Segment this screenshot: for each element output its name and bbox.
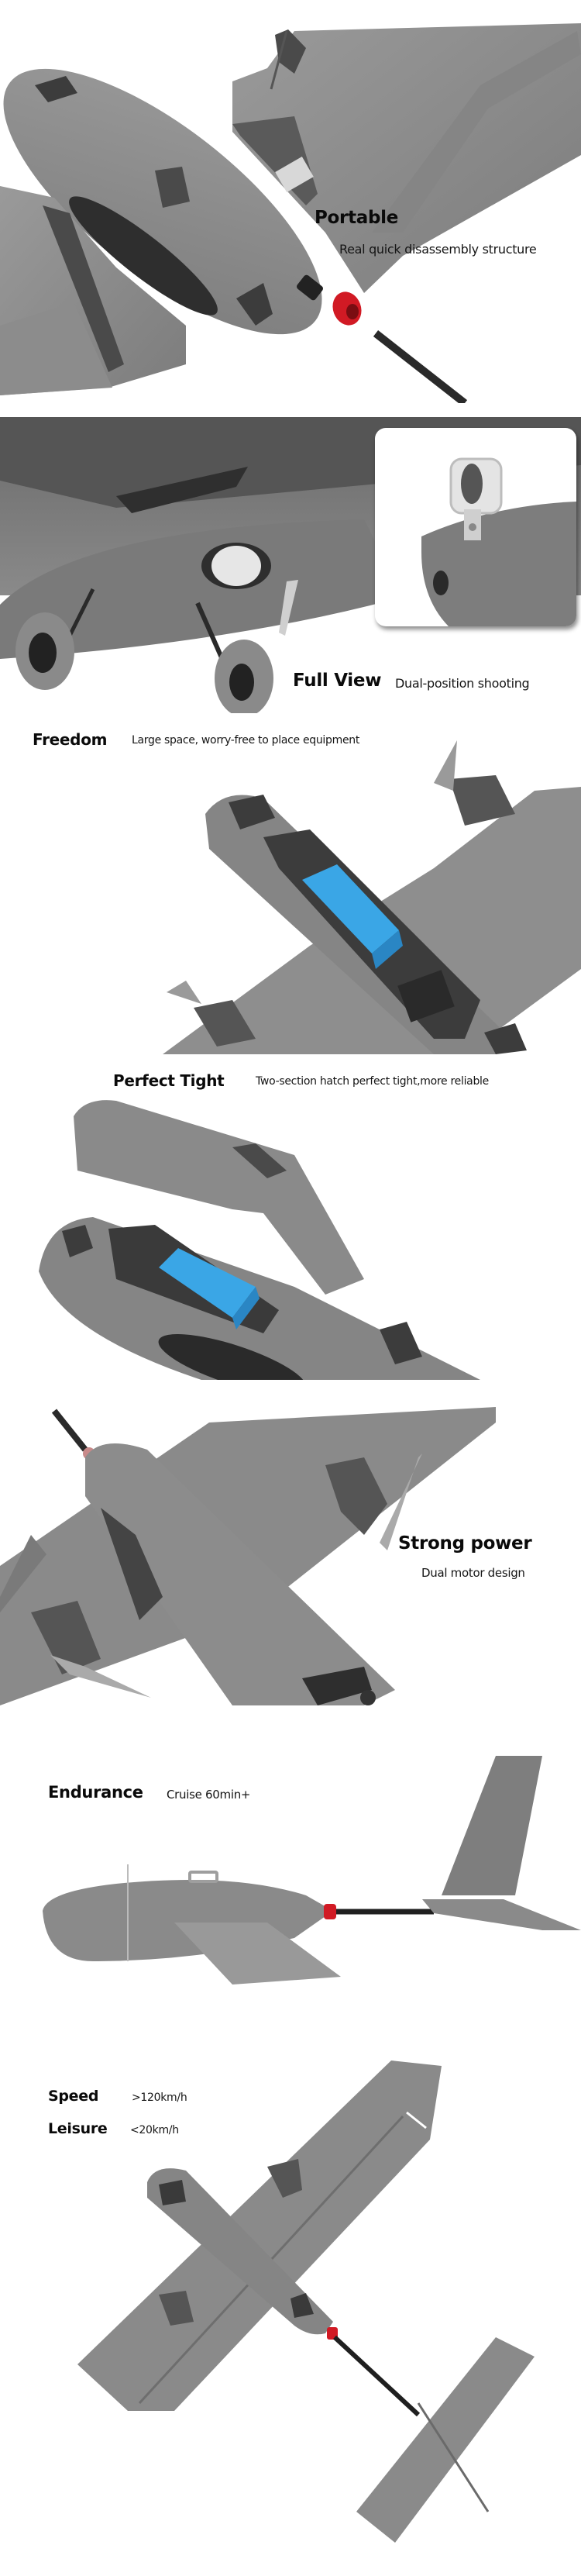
two-section-hatch-illustration [39, 1100, 480, 1380]
section-freedom: Freedom Large space, worry-free to place… [0, 713, 581, 1054]
section-subtitle: Cruise 60min+ [167, 1788, 251, 1802]
camera-inset-card [375, 428, 576, 626]
section-subtitle: Large space, worry-free to place equipme… [132, 734, 360, 747]
full-airframe-topdown-illustration [77, 2060, 535, 2543]
section-subtitle: Real quick disassembly structure [339, 242, 537, 257]
section-endurance: Endurance Cruise 60min+ [0, 1705, 581, 2016]
dual-motor-illustration [0, 1407, 496, 1705]
section-subtitle: Dual motor design [421, 1566, 525, 1580]
section-title: Portable [315, 208, 399, 228]
spec-value-leisure: <20km/h [130, 2124, 179, 2136]
spec-value-speed: >120km/h [132, 2091, 187, 2104]
section-title: Endurance [48, 1783, 143, 1802]
section-portable: Portable Real quick disassembly structur… [0, 0, 581, 403]
battery-bay-illustration [163, 740, 581, 1054]
section-title: Full View [293, 671, 382, 691]
section-strong-power: Strong power Dual motor design [0, 1380, 581, 1705]
spec-label-speed: Speed [48, 2088, 99, 2105]
camera-mount-illustration [421, 457, 576, 626]
section-title: Perfect Tight [113, 1071, 225, 1090]
section-full-view: Full View Dual-position shooting [0, 403, 581, 713]
section-perfect-tight: Perfect Tight Two-section hatch perfect … [0, 1054, 581, 1380]
section-subtitle: Two-section hatch perfect tight,more rel… [256, 1075, 489, 1088]
section-title: Strong power [398, 1533, 532, 1554]
spec-label-leisure: Leisure [48, 2120, 108, 2137]
disassembled-airframe-illustration [0, 23, 581, 403]
section-subtitle: Dual-position shooting [395, 676, 530, 691]
side-view-airframe-illustration [43, 1756, 581, 1985]
section-speed: Speed >120km/h Leisure <20km/h [0, 2016, 581, 2576]
section-title: Freedom [33, 730, 108, 749]
